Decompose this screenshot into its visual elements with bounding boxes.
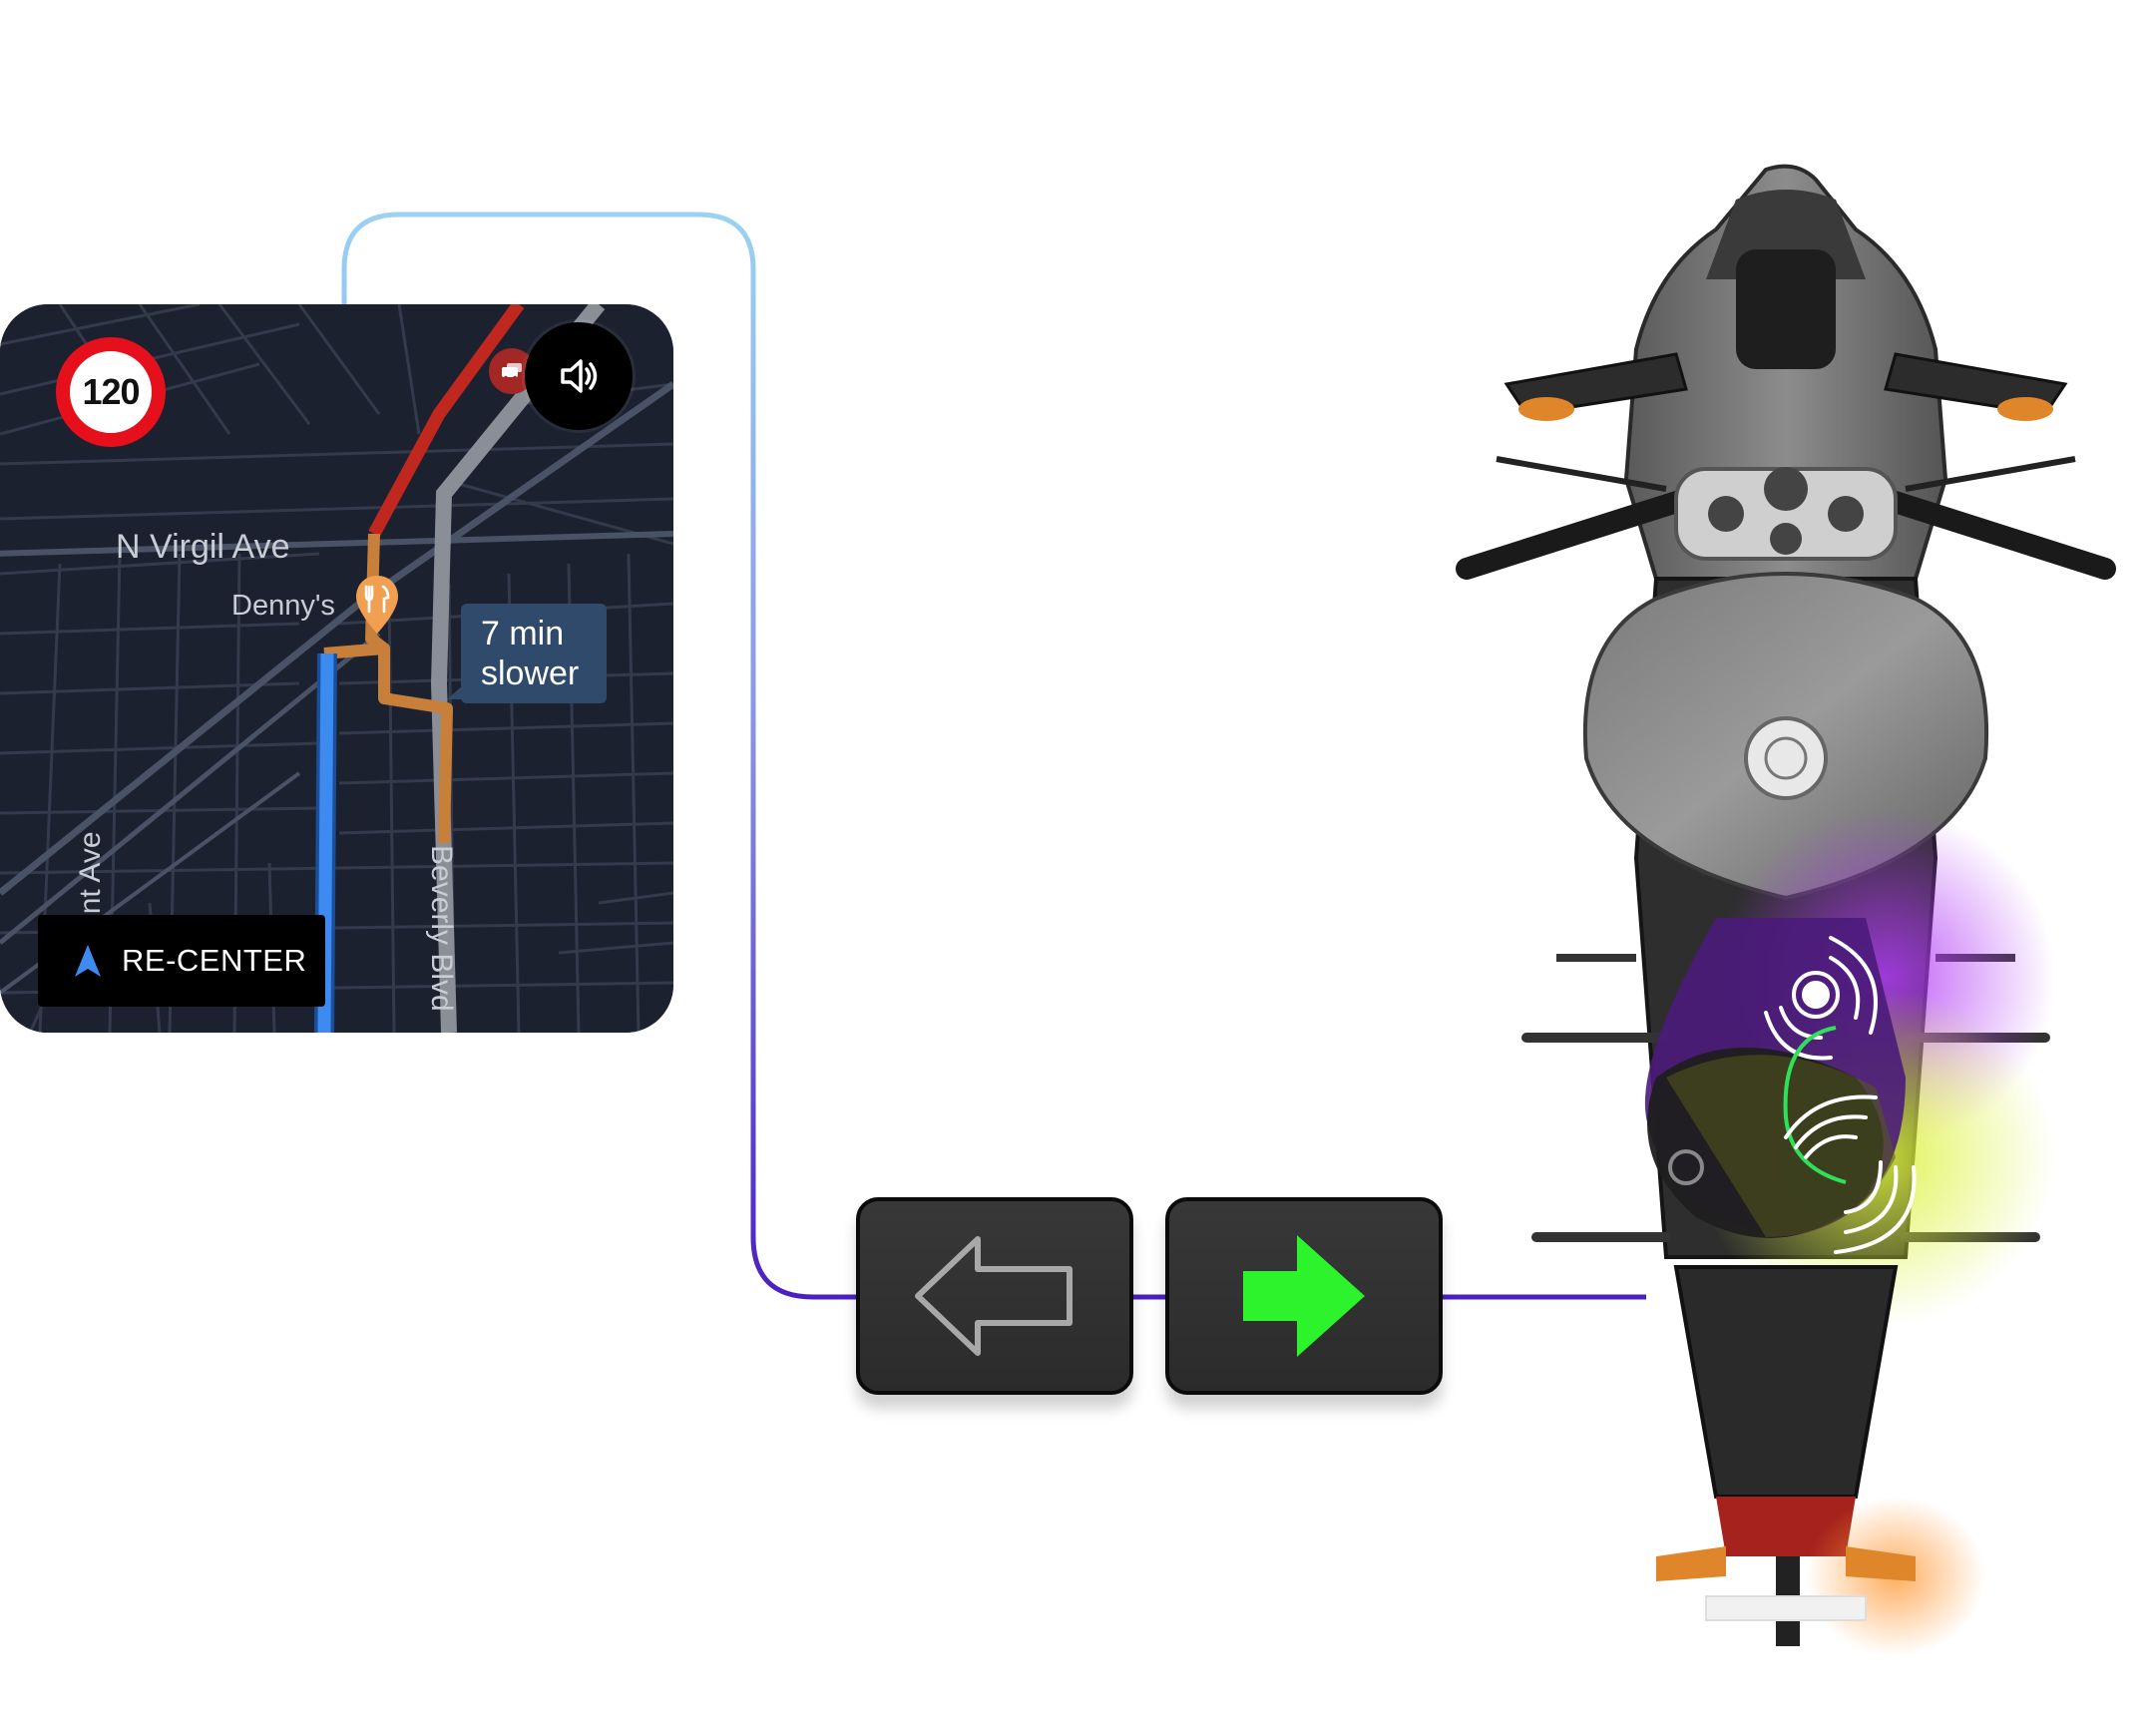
left-turn-signal-button[interactable] xyxy=(856,1197,1133,1395)
volume-icon xyxy=(561,359,598,393)
delay-time: 7 min xyxy=(481,615,565,652)
vibration-icon-upper xyxy=(1764,936,1878,1061)
street-label-virgil: N Virgil Ave xyxy=(116,528,290,566)
left-handlebar xyxy=(1456,488,1697,580)
haptic-path-line xyxy=(1783,1026,1847,1184)
street-label-beverly: Beverly Blvd xyxy=(425,845,458,1012)
left-arrow-outline-icon xyxy=(915,1236,1073,1356)
alternate-route[interactable] xyxy=(430,304,606,1033)
tail-section xyxy=(1673,1265,1899,1499)
speed-limit-sign: 120 xyxy=(56,337,166,447)
right-handlebar xyxy=(1875,488,2116,580)
phone-to-signal-connector xyxy=(341,212,858,1300)
navigation-arrow-icon xyxy=(75,945,101,977)
speed-limit-value: 120 xyxy=(82,371,140,412)
route-delay-callout[interactable]: 7 min slower xyxy=(447,604,607,703)
delay-label: slower xyxy=(481,654,580,692)
navigation-map-card[interactable]: 120 N Virgil Ave Denny's xyxy=(0,304,673,1033)
fuel-cap xyxy=(1744,716,1828,800)
poi-label-dennys: Denny's xyxy=(231,590,335,622)
recenter-button[interactable]: RE-CENTER xyxy=(38,915,325,1007)
vibration-icon-lower xyxy=(1784,1094,1917,1254)
restaurant-pin-icon[interactable] xyxy=(354,574,400,636)
congested-route-segment xyxy=(368,304,525,538)
recenter-label: RE-CENTER xyxy=(122,943,307,978)
right-arrow-filled-icon xyxy=(1243,1235,1365,1357)
right-turn-signal-button[interactable] xyxy=(1165,1197,1443,1395)
volume-button[interactable] xyxy=(525,322,633,430)
motorcycle-top-view xyxy=(1456,164,2116,1656)
